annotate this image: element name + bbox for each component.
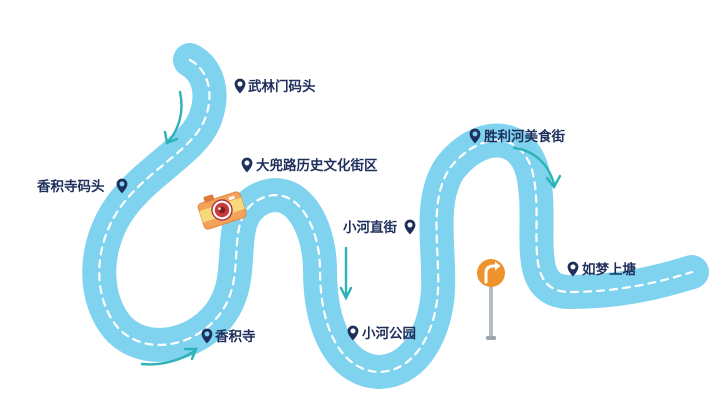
direction-arrows — [140, 90, 562, 366]
location-pin-icon — [241, 157, 253, 173]
stop-label-rumeng: 如梦上塘 — [582, 261, 636, 278]
direction-arrow-icon — [140, 347, 198, 366]
stop-label-daoudou: 大兜路历史文化街区 — [256, 157, 378, 174]
stop-wulinmen: 武林门码头 — [234, 78, 316, 95]
stop-xiaohe-park: 小河公园 — [347, 325, 416, 342]
direction-arrow-icon — [163, 90, 183, 145]
stop-xiaohe-street: 小河直街 — [343, 219, 416, 236]
stop-label-xiangjisi: 香积寺 — [214, 328, 256, 345]
stop-label-xiaohe-street: 小河直街 — [343, 219, 397, 236]
stop-label-xiangjisi-pier: 香积寺码头 — [36, 178, 105, 195]
camera-icon — [197, 191, 247, 230]
direction-arrow-icon — [339, 246, 353, 301]
turn-right-sign-icon — [477, 259, 505, 340]
stop-xiangjisi: 香积寺 — [201, 328, 256, 345]
direction-arrow-icon — [512, 146, 562, 190]
stop-shengli: 胜利河美食街 — [469, 128, 565, 145]
location-pin-icon — [404, 219, 416, 235]
stop-label-xiaohe-park: 小河公园 — [362, 325, 416, 342]
stop-label-wulinmen: 武林门码头 — [248, 78, 316, 95]
stop-label-shengli: 胜利河美食街 — [484, 128, 565, 145]
road — [82, 43, 709, 389]
stop-daoudou: 大兜路历史文化街区 — [241, 157, 378, 174]
location-pin-icon — [567, 261, 579, 277]
road-center-dashes — [98, 58, 694, 374]
stop-xiangjisi-pier: 香积寺码头 — [36, 178, 128, 195]
stop-rumeng: 如梦上塘 — [567, 261, 636, 278]
location-pin-icon — [234, 78, 246, 94]
